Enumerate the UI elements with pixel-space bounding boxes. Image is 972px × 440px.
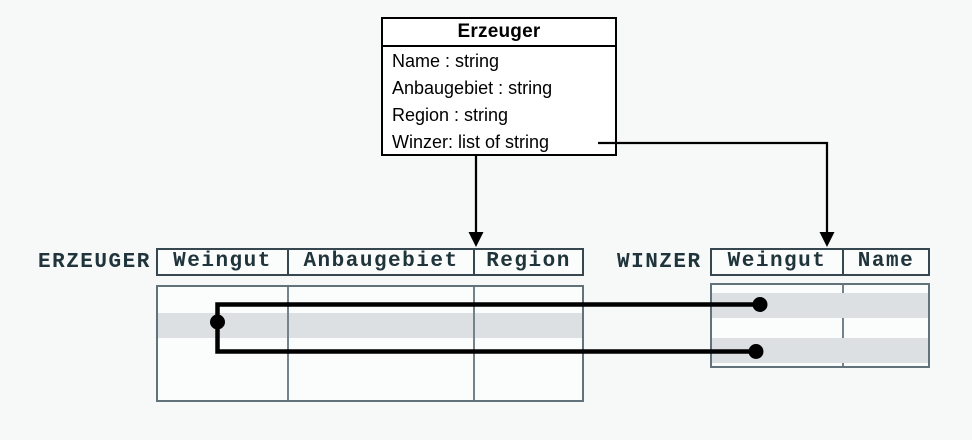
erzeuger-header-anbaugebiet: Anbaugebiet <box>287 250 473 274</box>
winzer-header-name: Name <box>842 250 928 274</box>
erzeuger-column-divider <box>473 287 475 400</box>
erzeuger-header-weingut: Weingut <box>173 250 272 273</box>
winzer-table-body <box>710 283 930 368</box>
erzeuger-table-body <box>156 285 584 402</box>
table-label-erzeuger: ERZEUGER <box>38 251 151 274</box>
class-attribute-region: Region : string <box>392 105 509 125</box>
winzer-column-divider <box>842 285 844 366</box>
class-attribute-winzer: Winzer: list of string <box>392 132 550 152</box>
mapping-arrow-winzer-line <box>598 141 829 234</box>
mapping-arrowhead-erzeuger-icon <box>468 232 484 247</box>
table-label-winzer: WINZER <box>617 251 702 274</box>
erzeuger-header-region: Region <box>473 250 582 274</box>
erzeuger-column-divider <box>287 287 289 400</box>
class-attribute-anbaugebiet: Anbaugebiet : string <box>392 78 553 98</box>
erzeuger-row-highlight <box>158 313 582 338</box>
class-box-erzeuger: Erzeuger Name : string Anbaugebiet : str… <box>381 17 617 156</box>
class-attribute-name: Name : string <box>392 51 500 71</box>
winzer-row-highlight <box>712 338 928 363</box>
winzer-row-highlight <box>712 293 928 318</box>
erzeuger-header-row: Weingut Anbaugebiet Region <box>156 248 584 276</box>
class-box-attributes: Name : string Anbaugebiet : string Regio… <box>383 47 615 156</box>
class-box-title: Erzeuger <box>383 19 615 47</box>
mapping-arrowhead-winzer-icon <box>819 232 835 247</box>
winzer-header-row: Weingut Name <box>710 248 930 276</box>
winzer-header-weingut: Weingut <box>727 250 827 273</box>
